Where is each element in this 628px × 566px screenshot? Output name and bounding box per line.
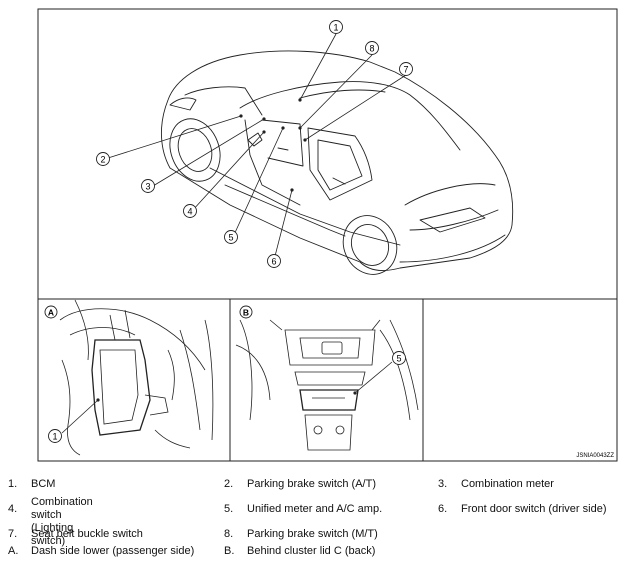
svg-text:1: 1 bbox=[333, 23, 338, 33]
svg-text:5: 5 bbox=[396, 354, 401, 364]
detail-b-illustration bbox=[235, 319, 419, 451]
svg-text:2: 2 bbox=[100, 155, 105, 165]
leader-lines bbox=[107, 33, 407, 261]
figure-code: JSNIA0043ZZ bbox=[576, 453, 614, 459]
svg-text:A: A bbox=[48, 308, 54, 318]
detail-a-callout-1: 1 bbox=[48, 429, 62, 443]
svg-text:5: 5 bbox=[228, 233, 233, 243]
detail-frame bbox=[37, 298, 618, 462]
svg-text:B: B bbox=[243, 308, 249, 318]
svg-text:7: 7 bbox=[403, 65, 408, 75]
callout-7: 7 bbox=[399, 62, 413, 76]
svg-text:1: 1 bbox=[52, 432, 57, 442]
detail-b-callout-5: 5 bbox=[392, 351, 406, 365]
callout-3: 3 bbox=[141, 179, 155, 193]
callout-4: 4 bbox=[183, 204, 197, 218]
detail-a-badge: A bbox=[44, 305, 58, 319]
callout-6: 6 bbox=[267, 254, 281, 268]
detail-b-badge: B bbox=[239, 305, 253, 319]
callout-5: 5 bbox=[224, 230, 238, 244]
callout-2: 2 bbox=[96, 152, 110, 166]
svg-text:8: 8 bbox=[369, 44, 374, 54]
car-illustration bbox=[160, 50, 514, 275]
svg-text:3: 3 bbox=[145, 182, 150, 192]
svg-text:6: 6 bbox=[271, 257, 276, 267]
main-view-frame bbox=[37, 8, 618, 300]
svg-text:4: 4 bbox=[187, 207, 192, 217]
detail-a-illustration bbox=[59, 299, 214, 456]
callout-1: 1 bbox=[329, 20, 343, 34]
callout-8: 8 bbox=[365, 41, 379, 55]
